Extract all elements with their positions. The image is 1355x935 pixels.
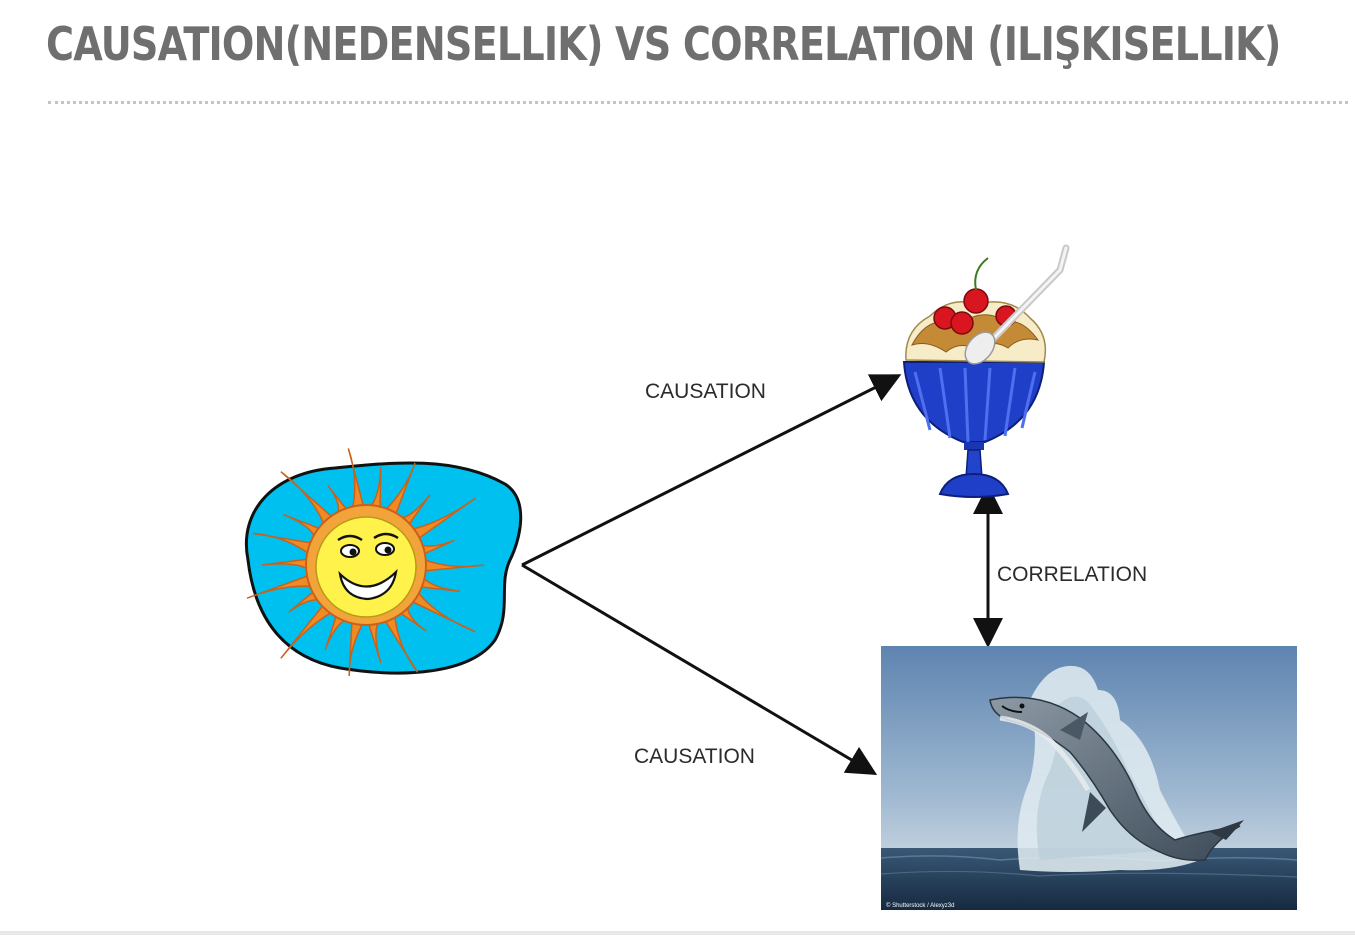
causation-label-bottom: CAUSATION xyxy=(634,745,755,768)
sun-ray xyxy=(348,618,366,676)
sundae-bowl xyxy=(902,361,1046,443)
sun-ray xyxy=(280,601,336,659)
sun-ray xyxy=(408,497,476,542)
sundae-base xyxy=(938,472,1010,498)
shark-photo: © Shutterstock / Alexyz3d xyxy=(881,646,1297,910)
shark xyxy=(989,696,1241,862)
slide-title: CAUSATION(NEDENSELLIK) VS CORRELATION (I… xyxy=(46,17,1281,71)
ice-cream-illustration xyxy=(902,244,1070,498)
causation-arrow-bottom xyxy=(521,563,878,776)
sun-face xyxy=(315,516,417,618)
causation-arrow-top xyxy=(521,374,902,567)
sun-ray xyxy=(246,573,316,599)
title-divider xyxy=(48,101,1348,104)
photo-credit: © Shutterstock / Alexyz3d xyxy=(886,902,954,909)
sun-ray xyxy=(382,611,419,673)
sun-illustration xyxy=(245,448,523,676)
sun-ray xyxy=(280,471,336,529)
sun-ray xyxy=(420,557,485,572)
bottom-strip xyxy=(0,931,1355,935)
sun-ray xyxy=(347,448,366,512)
sun-smile xyxy=(338,568,398,601)
causation-label-top: CAUSATION xyxy=(645,380,766,403)
correlation-label: CORRELATION xyxy=(997,563,1148,586)
